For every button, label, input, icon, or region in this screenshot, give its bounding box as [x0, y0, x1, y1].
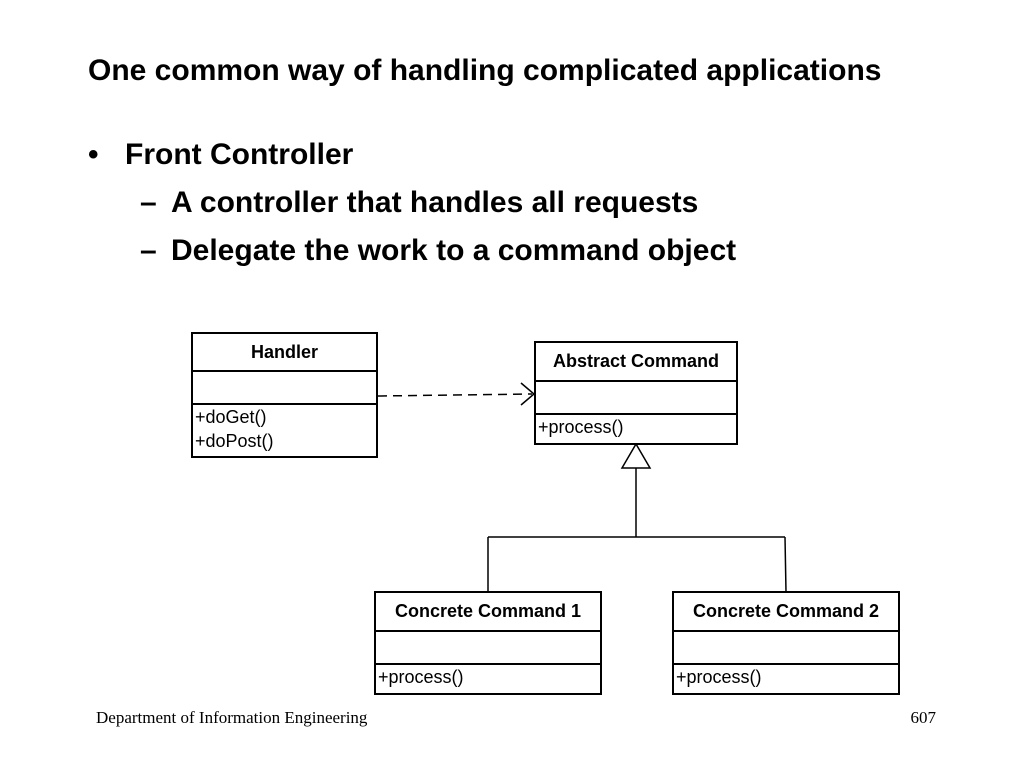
- generalization-triangle: [620, 442, 652, 469]
- slide-title: One common way of handling complicated a…: [88, 54, 882, 87]
- class-operations: +doGet() +doPost(): [193, 405, 376, 453]
- class-attributes: [536, 382, 736, 415]
- sub-bullet-text: Delegate the work to a command object: [171, 234, 737, 267]
- sub-bullet-marker: –: [140, 234, 157, 267]
- sub-bullet-marker: –: [140, 186, 157, 219]
- class-attributes: [674, 632, 898, 665]
- dependency-arrow-line: [377, 393, 533, 397]
- bullet-marker: •: [88, 138, 99, 171]
- operation: +doGet(): [195, 407, 267, 427]
- class-attributes: [376, 632, 600, 665]
- class-name: Handler: [193, 334, 376, 372]
- class-operations: +process(): [536, 415, 736, 439]
- bullet-text: Front Controller: [125, 138, 354, 171]
- page-number: 607: [910, 708, 937, 727]
- footer-department: Department of Information Engineering: [96, 708, 368, 727]
- dependency-arrow-head: [520, 382, 536, 406]
- operation: +doPost(): [195, 431, 274, 451]
- uml-class-concrete-command-1: Concrete Command 1 +process(): [374, 591, 602, 695]
- class-attributes: [193, 372, 376, 405]
- uml-class-abstract-command: Abstract Command +process(): [534, 341, 738, 445]
- generalization-branch-2: [784, 536, 787, 593]
- uml-class-handler: Handler +doGet() +doPost(): [191, 332, 378, 458]
- operation: +process(): [538, 417, 624, 437]
- class-operations: +process(): [376, 665, 600, 689]
- operation: +process(): [676, 667, 762, 687]
- class-name: Abstract Command: [536, 343, 736, 382]
- operation: +process(): [378, 667, 464, 687]
- class-name: Concrete Command 1: [376, 593, 600, 632]
- class-name: Concrete Command 2: [674, 593, 898, 632]
- class-operations: +process(): [674, 665, 898, 689]
- uml-class-concrete-command-2: Concrete Command 2 +process(): [672, 591, 900, 695]
- sub-bullet-text: A controller that handles all requests: [171, 186, 699, 219]
